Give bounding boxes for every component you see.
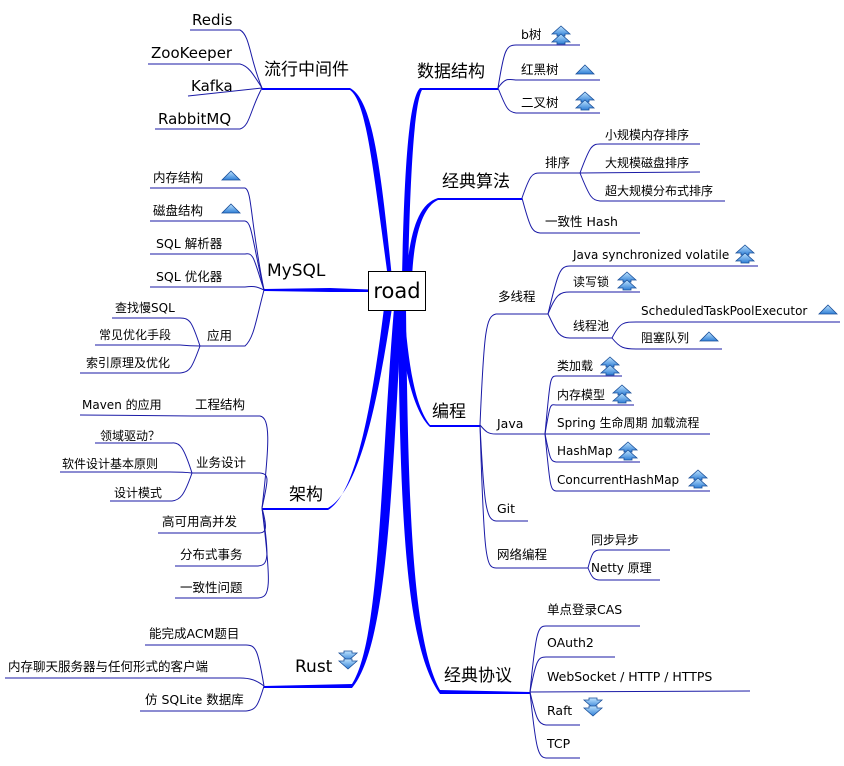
node-design-principles[interactable]: 软件设计基本原则 — [62, 457, 159, 471]
node-redis[interactable]: Redis — [192, 11, 233, 29]
double-up-arrow-icon — [612, 384, 632, 404]
node-memory-structure[interactable]: 内存结构 — [153, 170, 204, 185]
node-websocket-http[interactable]: WebSocket / HTTP / HTTPS — [547, 669, 713, 684]
node-sync-async[interactable]: 同步异步 — [591, 533, 640, 547]
double-up-arrow-icon — [735, 244, 755, 264]
node-common-optimizations[interactable]: 常见优化手段 — [99, 328, 172, 342]
node-tcp[interactable]: TCP — [547, 736, 571, 751]
node-design-patterns[interactable]: 设计模式 — [114, 486, 163, 500]
node-find-slow-sql[interactable]: 查找慢SQL — [115, 301, 175, 315]
node-spring-lifecycle[interactable]: Spring 生命周期 加载流程 — [557, 416, 700, 430]
double-up-arrow-icon — [618, 441, 638, 461]
node-rbtree[interactable]: 红黑树 — [521, 62, 559, 77]
node-class-loading[interactable]: 类加载 — [557, 359, 594, 373]
node-ddd[interactable]: 领域驱动？ — [100, 429, 161, 443]
double-up-arrow-icon — [688, 469, 708, 489]
node-blocking-queue[interactable]: 阻塞队列 — [641, 331, 690, 345]
topic-architecture[interactable]: 架构 — [289, 485, 323, 505]
node-multithreading[interactable]: 多线程 — [498, 289, 536, 304]
topic-rust[interactable]: Rust — [295, 657, 333, 677]
double-down-arrow-icon — [338, 650, 358, 670]
node-distributed-sort[interactable]: 超大规模分布式排序 — [605, 184, 714, 198]
single-up-arrow-icon — [221, 203, 241, 214]
main-branches — [262, 88, 530, 694]
node-binary-tree[interactable]: 二叉树 — [521, 95, 559, 110]
topic-data-structures[interactable]: 数据结构 — [417, 62, 485, 82]
node-sql-parser[interactable]: SQL 解析器 — [156, 236, 223, 251]
single-up-arrow-icon — [699, 331, 719, 342]
single-up-arrow-icon — [221, 170, 241, 181]
node-consistency[interactable]: 一致性问题 — [180, 580, 243, 595]
node-thread-pool[interactable]: 线程池 — [573, 319, 610, 333]
root-node[interactable]: road — [368, 271, 426, 311]
node-sorting[interactable]: 排序 — [545, 155, 571, 170]
node-distributed-transactions[interactable]: 分布式事务 — [180, 547, 243, 562]
node-concurrent-hashmap[interactable]: ConcurrentHashMap — [557, 473, 680, 487]
node-oauth2[interactable]: OAuth2 — [547, 635, 594, 650]
node-synchronized-volatile[interactable]: Java synchronized volatile — [573, 248, 730, 262]
node-btree[interactable]: b树 — [521, 27, 542, 42]
topic-middleware[interactable]: 流行中间件 — [264, 60, 349, 80]
node-high-availability[interactable]: 高可用高并发 — [162, 514, 238, 529]
topic-protocols[interactable]: 经典协议 — [444, 666, 512, 686]
node-consistent-hash[interactable]: 一致性 Hash — [545, 214, 618, 229]
node-chat-server[interactable]: 内存聊天服务器与任何形式的客户端 — [8, 659, 209, 674]
node-disk-structure[interactable]: 磁盘结构 — [153, 203, 204, 218]
node-project-structure[interactable]: 工程结构 — [195, 397, 246, 412]
node-sql-optimizer[interactable]: SQL 优化器 — [156, 269, 223, 284]
double-up-arrow-icon — [600, 356, 620, 376]
double-up-arrow-icon — [575, 91, 595, 111]
topic-mysql[interactable]: MySQL — [267, 261, 326, 281]
node-git[interactable]: Git — [497, 501, 516, 516]
double-up-arrow-icon — [551, 25, 571, 45]
double-down-arrow-icon — [583, 697, 603, 717]
node-network-programming[interactable]: 网络编程 — [497, 547, 548, 562]
sub-branch-lines — [5, 29, 840, 759]
node-small-sort[interactable]: 小规模内存排序 — [605, 128, 690, 142]
double-up-arrow-icon — [617, 271, 637, 291]
single-up-arrow-icon — [575, 64, 595, 75]
node-business-design[interactable]: 业务设计 — [196, 455, 247, 470]
node-acm[interactable]: 能完成ACM题目 — [149, 626, 240, 641]
single-up-arrow-icon — [818, 304, 838, 315]
node-sso-cas[interactable]: 单点登录CAS — [547, 602, 623, 617]
node-memory-model[interactable]: 内存模型 — [557, 388, 606, 402]
node-index-principles[interactable]: 索引原理及优化 — [86, 356, 171, 370]
node-java[interactable]: Java — [497, 416, 524, 431]
node-application[interactable]: 应用 — [207, 328, 233, 343]
node-rw-lock[interactable]: 读写锁 — [573, 275, 610, 289]
node-rabbitmq[interactable]: RabbitMQ — [158, 110, 232, 128]
node-maven[interactable]: Maven 的应用 — [82, 398, 162, 412]
node-disk-sort[interactable]: 大规模磁盘排序 — [605, 156, 690, 170]
node-hashmap[interactable]: HashMap — [557, 444, 613, 458]
topic-algorithms[interactable]: 经典算法 — [442, 172, 510, 192]
node-scheduled-executor[interactable]: ScheduledTaskPoolExecutor — [641, 304, 808, 318]
node-raft[interactable]: Raft — [547, 703, 573, 718]
node-netty[interactable]: Netty 原理 — [591, 561, 652, 575]
node-zookeeper[interactable]: ZooKeeper — [151, 44, 233, 62]
node-kafka[interactable]: Kafka — [191, 77, 233, 95]
topic-programming[interactable]: 编程 — [432, 402, 466, 422]
node-sqlite-clone[interactable]: 仿 SQLite 数据库 — [145, 692, 244, 707]
